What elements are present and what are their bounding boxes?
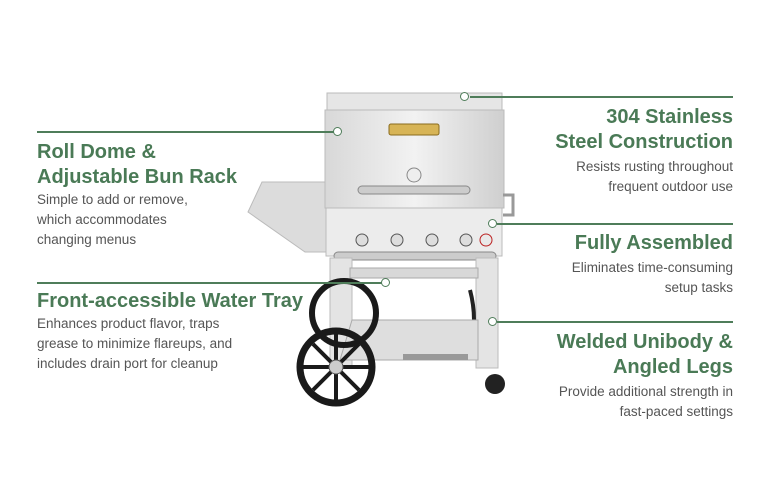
desc-line: setup tasks — [664, 280, 733, 295]
desc-line: Resists rusting throughout — [576, 159, 733, 174]
title-line: Front-accessible Water Tray — [37, 290, 304, 312]
desc-line: fast-paced settings — [619, 404, 733, 419]
title-line: Angled Legs — [612, 356, 733, 378]
desc-line: which accommodates — [37, 212, 167, 227]
desc-line: Simple to add or remove, — [37, 192, 188, 207]
title-line: 304 Stainless — [606, 106, 733, 128]
callout-title-assembled: Fully Assembled — [575, 231, 733, 256]
callout-desc-roll-dome: Simple to add or remove, which accommoda… — [37, 190, 188, 250]
desc-line: Enhances product flavor, traps — [37, 316, 220, 331]
title-line: Welded Unibody & — [556, 331, 733, 353]
callout-title-unibody: Welded Unibody & Angled Legs — [557, 330, 733, 380]
title-line: Fully Assembled — [574, 232, 733, 254]
title-line: Adjustable Bun Rack — [37, 166, 238, 188]
caster-wheel — [485, 374, 505, 394]
callout-desc-assembled: Eliminates time-consuming setup tasks — [572, 258, 733, 298]
callout-title-stainless: 304 Stainless Steel Construction — [555, 105, 733, 155]
callout-desc-water-tray: Enhances product flavor, traps grease to… — [37, 314, 232, 374]
desc-line: includes drain port for cleanup — [37, 356, 218, 371]
control-panel — [325, 207, 503, 257]
brand-logo — [388, 123, 440, 136]
title-line: Steel Construction — [555, 131, 733, 153]
callout-title-roll-dome: Roll Dome & Adjustable Bun Rack — [37, 140, 237, 190]
desc-line: Provide additional strength in — [558, 384, 733, 399]
title-line: Roll Dome & — [37, 141, 156, 163]
water-tray — [349, 267, 479, 279]
callout-title-water-tray: Front-accessible Water Tray — [37, 289, 303, 314]
desc-line: Eliminates time-consuming — [571, 260, 733, 275]
callout-desc-stainless: Resists rusting throughout frequent outd… — [576, 157, 733, 197]
wheel — [296, 327, 376, 407]
desc-line: frequent outdoor use — [608, 179, 733, 194]
desc-line: changing menus — [37, 232, 137, 247]
callout-desc-unibody: Provide additional strength in fast-pace… — [559, 382, 733, 422]
desc-line: grease to minimize flareups, and — [37, 336, 233, 351]
dome-handle — [357, 185, 471, 195]
side-shelf — [247, 181, 327, 253]
